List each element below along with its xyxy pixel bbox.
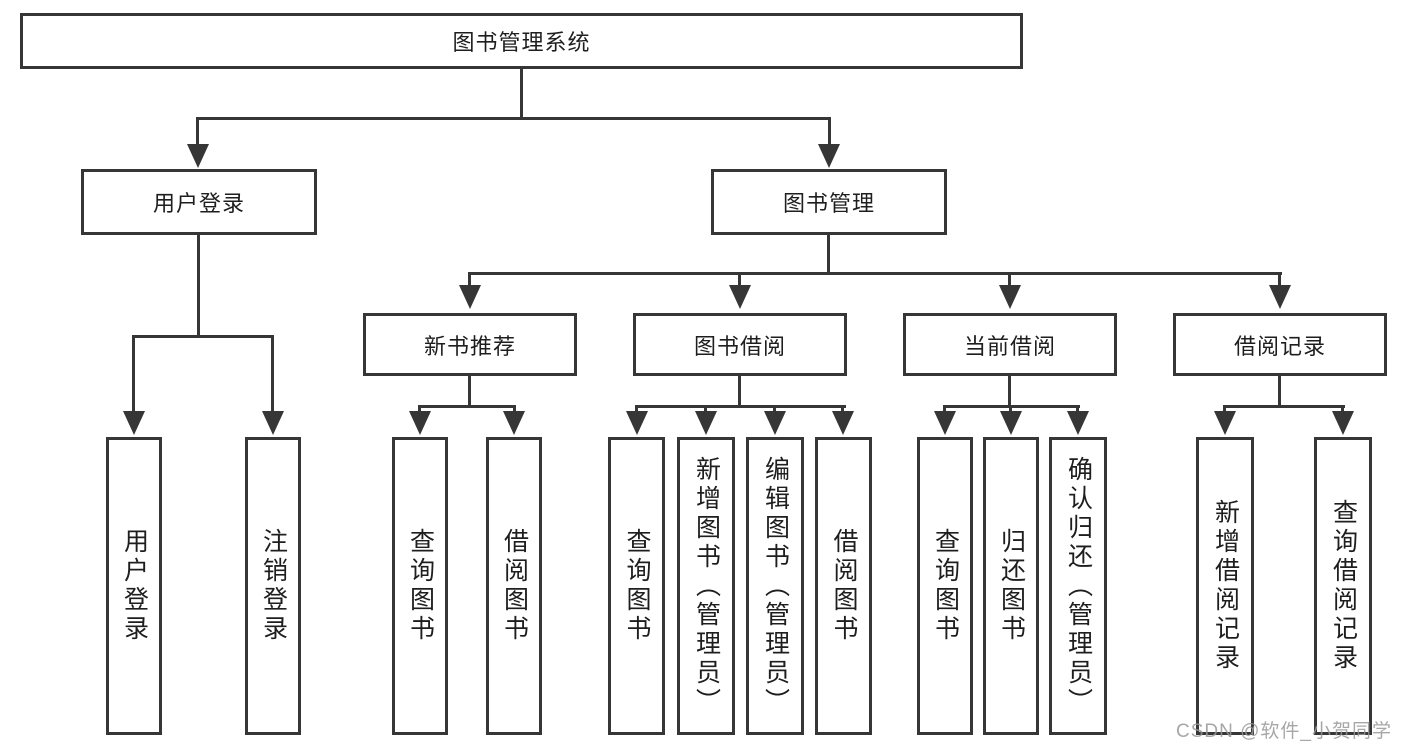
leaf-query-borrow-record: 查询借阅记录: [1314, 437, 1372, 735]
arrow-down-icon: [459, 285, 481, 309]
connector-line: [1278, 376, 1281, 408]
arrow-down-icon: [1000, 411, 1022, 435]
leaf-label: 新增图书（管理员）: [692, 455, 721, 717]
arrow-down-icon: [1332, 411, 1354, 435]
arrow-down-icon: [626, 411, 648, 435]
connector-line: [468, 272, 1282, 275]
arrow-down-icon: [1269, 285, 1291, 309]
connector-line: [468, 272, 471, 287]
connector-line: [1278, 272, 1281, 287]
arrow-down-icon: [729, 285, 751, 309]
node-label: 图书管理系统: [452, 30, 591, 55]
leaf-label: 确认归还（管理员）: [1064, 455, 1093, 717]
node-label: 当前借阅: [963, 333, 1056, 359]
leaf-return-books: 归还图书: [983, 437, 1039, 735]
node-book-borrow: 图书借阅: [633, 313, 847, 376]
connector-line: [828, 117, 831, 147]
node-book-management: 图书管理: [711, 169, 947, 235]
arrow-down-icon: [409, 411, 431, 435]
arrow-down-icon: [832, 411, 854, 435]
leaf-borrow-books-newbook: 借阅图书: [486, 437, 542, 735]
connector-line: [468, 376, 471, 408]
connector-line: [1076, 405, 1079, 413]
leaf-label: 借阅图书: [500, 528, 529, 644]
connector-line: [1223, 405, 1345, 408]
arrow-down-icon: [503, 411, 525, 435]
connector-line: [635, 405, 846, 408]
leaf-add-borrow-record: 新增借阅记录: [1196, 437, 1254, 735]
connector-line: [418, 405, 516, 408]
connector-line: [827, 235, 830, 275]
connector-line: [132, 335, 135, 413]
connector-line: [635, 405, 638, 413]
leaf-logout-login: 注销登录: [245, 437, 301, 735]
connector-line: [418, 405, 421, 413]
leaf-add-books-admin: 新增图书（管理员）: [677, 437, 735, 735]
leaf-borrow-books-borrow: 借阅图书: [815, 437, 872, 735]
arrow-down-icon: [999, 285, 1021, 309]
leaf-label: 查询借阅记录: [1329, 499, 1358, 673]
connector-line: [513, 405, 516, 413]
arrow-down-icon: [123, 411, 145, 435]
connector-line: [773, 405, 776, 413]
watermark: CSDN @软件_小贺同学: [1176, 721, 1392, 742]
node-label: 新书推荐: [423, 333, 516, 359]
leaf-query-books-newbook: 查询图书: [392, 437, 448, 735]
node-label: 用户登录: [152, 191, 245, 216]
node-label: 借阅记录: [1233, 333, 1326, 359]
connector-line: [196, 117, 199, 147]
arrow-down-icon: [818, 144, 840, 168]
connector-line: [704, 405, 707, 413]
leaf-label: 编辑图书（管理员）: [761, 455, 790, 717]
node-current-borrow: 当前借阅: [903, 313, 1117, 376]
leaf-edit-books-admin: 编辑图书（管理员）: [746, 437, 804, 735]
leaf-label: 查询图书: [623, 528, 651, 644]
arrow-down-icon: [262, 411, 284, 435]
connector-line: [943, 405, 946, 413]
connector-line: [1223, 405, 1226, 413]
arrow-down-icon: [934, 411, 956, 435]
node-label: 图书管理: [782, 191, 875, 216]
leaf-query-books-borrow: 查询图书: [608, 437, 665, 735]
leaf-label: 借阅图书: [830, 528, 858, 644]
connector-line: [738, 376, 741, 408]
leaf-label: 新增借阅记录: [1211, 499, 1240, 673]
connector-line: [271, 335, 274, 413]
connector-line: [197, 235, 200, 338]
connector-line: [841, 405, 844, 413]
arrow-down-icon: [695, 411, 717, 435]
leaf-label: 查询图书: [406, 528, 435, 644]
leaf-query-books-current: 查询图书: [917, 437, 973, 735]
leaf-user-login: 用户登录: [106, 437, 162, 735]
node-user-login: 用户登录: [81, 169, 317, 235]
connector-line: [132, 335, 274, 338]
leaf-label: 归还图书: [997, 528, 1026, 644]
leaf-label: 注销登录: [259, 528, 288, 644]
connector-line: [1009, 405, 1012, 413]
connector-line: [196, 117, 831, 120]
arrow-down-icon: [764, 411, 786, 435]
leaf-confirm-return-admin: 确认归还（管理员）: [1049, 437, 1107, 735]
arrow-down-icon: [1214, 411, 1236, 435]
arrow-down-icon: [187, 144, 209, 168]
connector-line: [1341, 405, 1344, 413]
node-library-management-system: 图书管理系统: [20, 13, 1023, 69]
connector-line: [520, 69, 523, 120]
leaf-label: 查询图书: [931, 528, 960, 644]
node-label: 图书借阅: [693, 333, 786, 359]
node-new-book-recommend: 新书推荐: [363, 313, 577, 376]
connector-line: [1008, 376, 1011, 408]
connector-line: [738, 272, 741, 287]
leaf-label: 用户登录: [120, 528, 149, 644]
connector-line: [1008, 272, 1011, 287]
node-borrow-records: 借阅记录: [1173, 313, 1387, 376]
arrow-down-icon: [1067, 411, 1089, 435]
